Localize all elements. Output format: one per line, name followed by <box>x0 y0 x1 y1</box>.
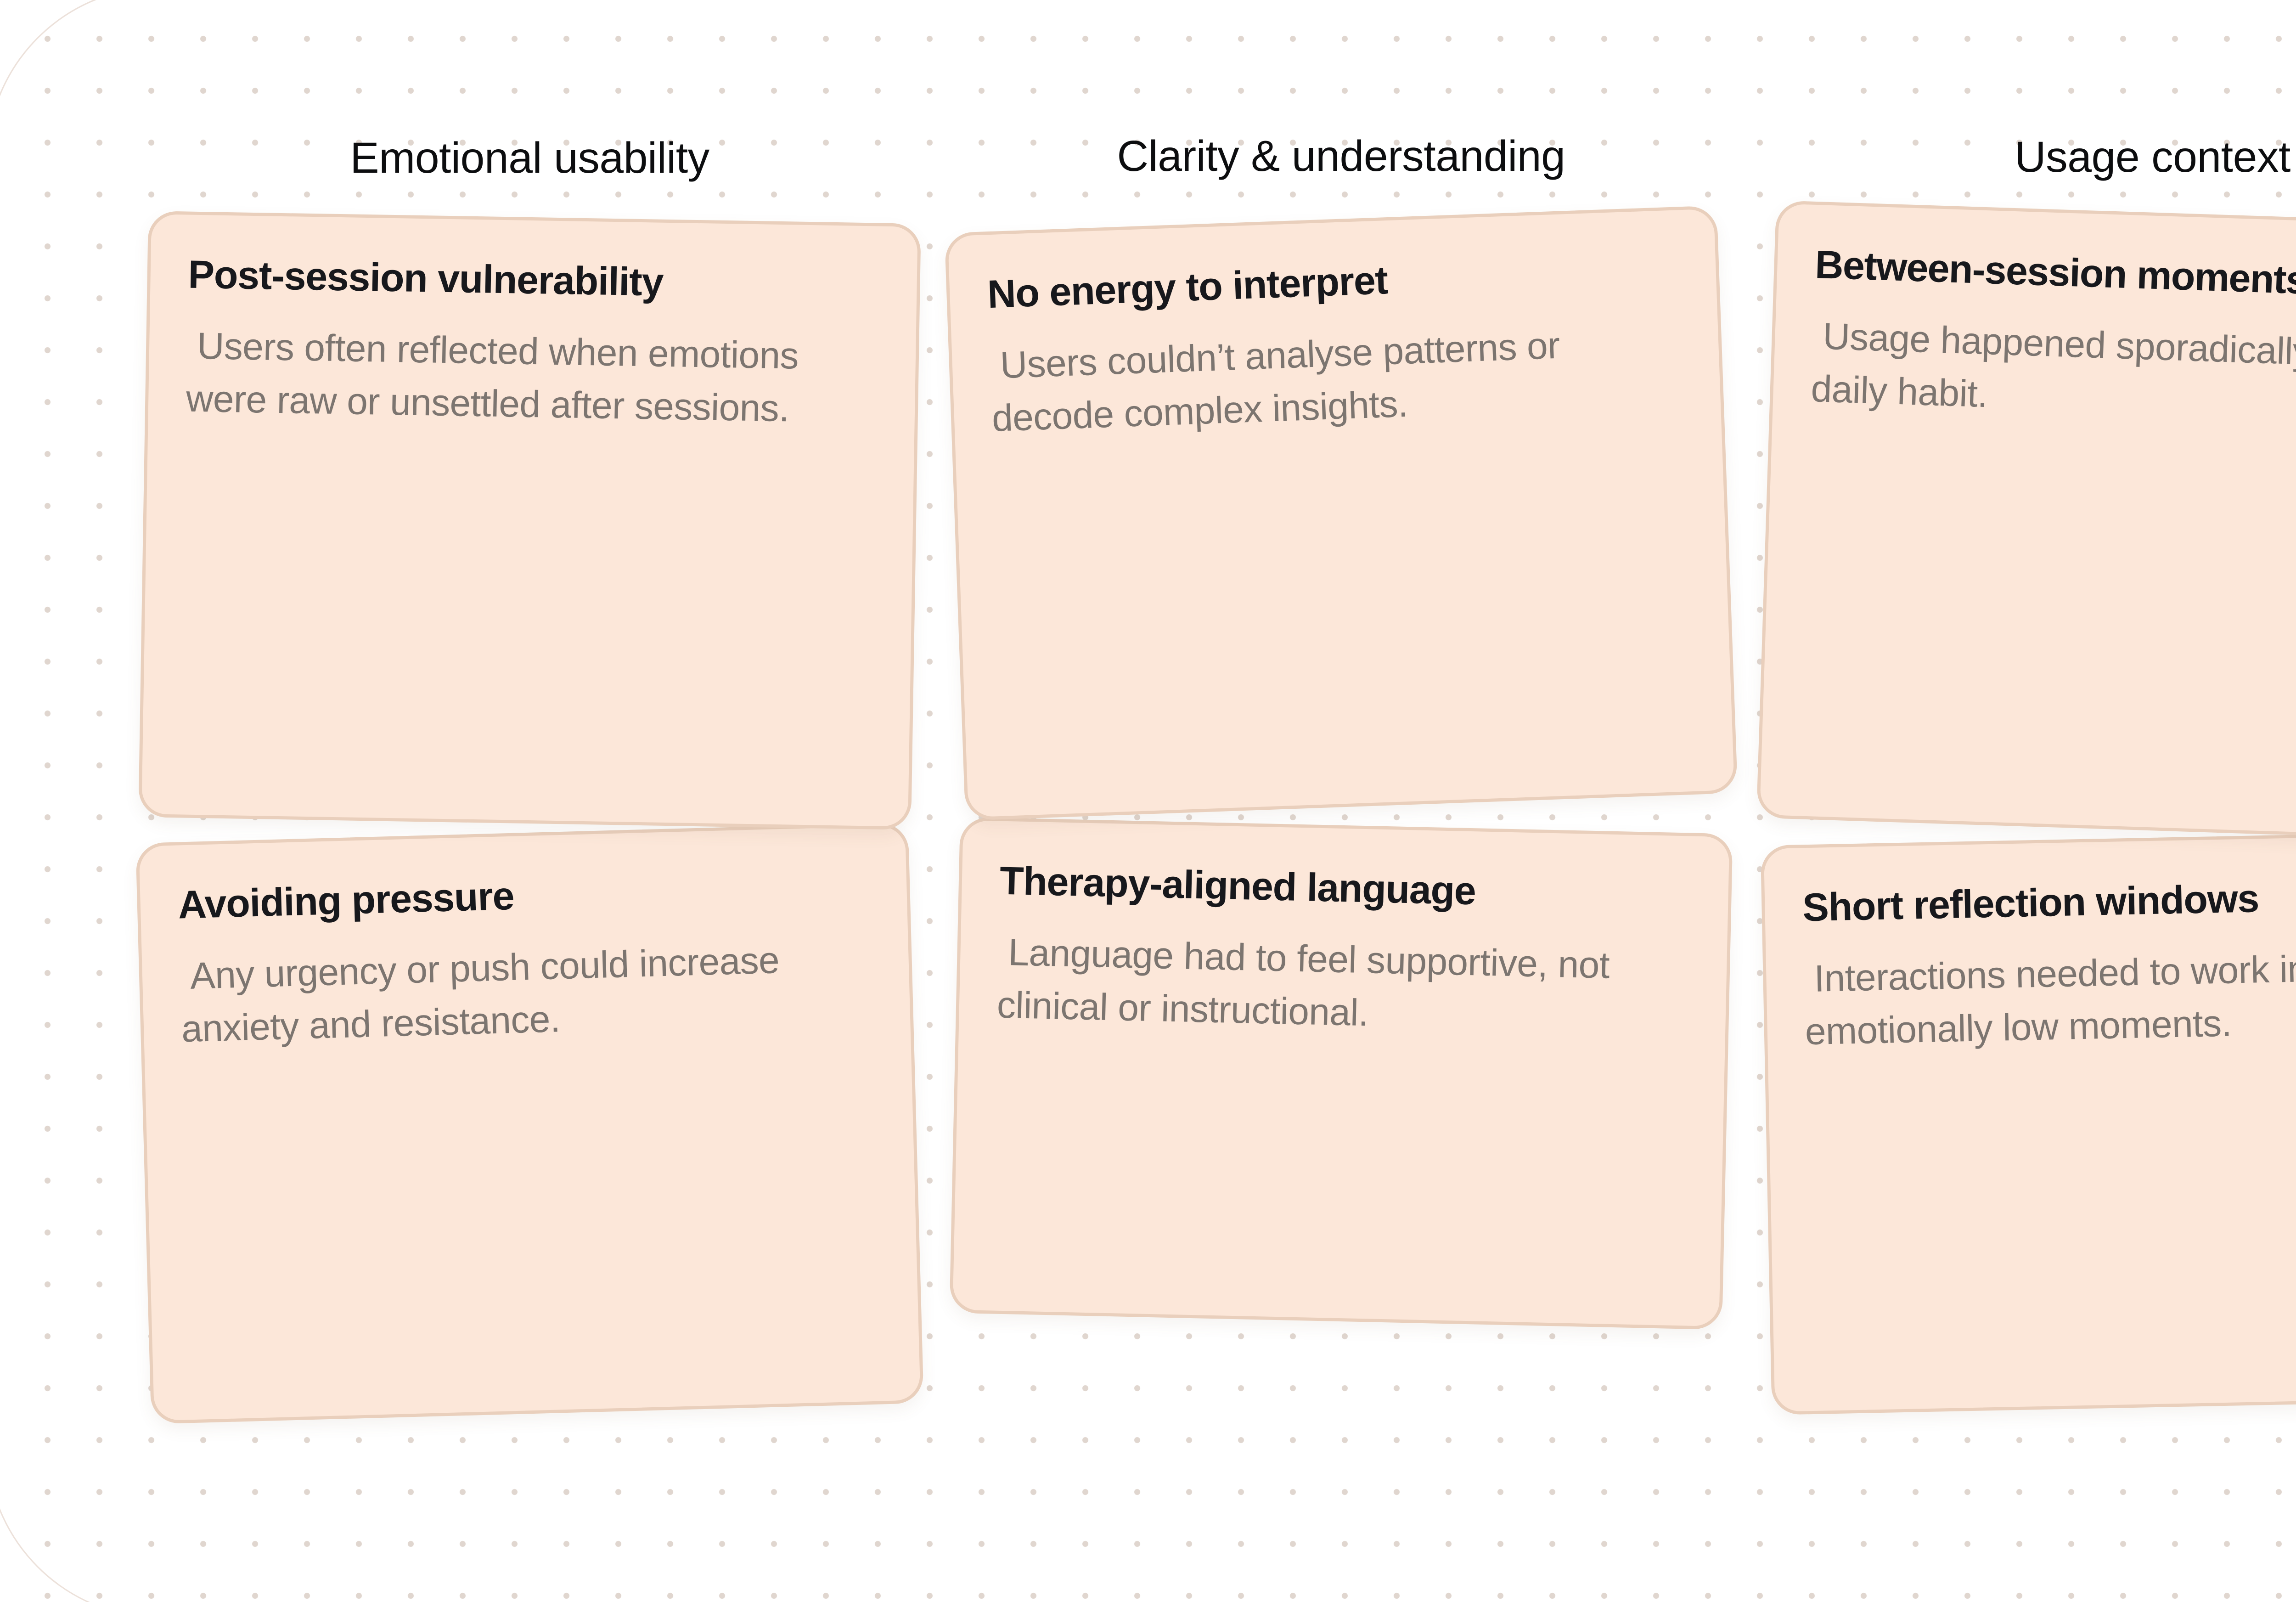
insight-card[interactable]: Avoiding pressure Any urgency or push co… <box>135 822 924 1424</box>
insight-card[interactable]: Short reflection windows Interactions ne… <box>1760 830 2296 1416</box>
card-title: Therapy-aligned language <box>999 858 1476 914</box>
card-title: Between-session moments <box>1814 243 2296 303</box>
card-body: Interactions needed to work in quick, em… <box>1804 946 2296 1053</box>
card-body: Language had to feel supportive, not cli… <box>996 931 1610 1034</box>
card-body: Any urgency or push could increase anxie… <box>180 939 780 1050</box>
card-title: No energy to interpret <box>986 258 1389 317</box>
column-emotional-usability: Emotional usability Post-session vulnera… <box>124 0 935 1602</box>
column-usage-context: Usage context Between-session moments Us… <box>1747 0 2296 1602</box>
column-title: Clarity & understanding <box>1117 132 1565 181</box>
card-body: Users couldn’t analyse patterns or decod… <box>991 324 1561 440</box>
column-cards: Between-session moments Usage happened s… <box>1756 200 2296 1416</box>
column-cards: No energy to interpret Users couldn’t an… <box>944 205 1738 1330</box>
card-title: Post-session vulnerability <box>187 252 664 305</box>
card-title: Short reflection windows <box>1802 876 2259 930</box>
card-body: Usage happened sporadically, not as a da… <box>1810 315 2296 416</box>
insight-card[interactable]: Post-session vulnerability Users often r… <box>138 211 921 830</box>
insight-card[interactable]: Therapy-aligned language Language had to… <box>949 817 1733 1330</box>
column-title: Emotional usability <box>350 134 709 182</box>
card-body: Users often reflected when emotions were… <box>186 325 799 430</box>
column-clarity-understanding: Clarity & understanding No energy to int… <box>935 0 1747 1602</box>
column-title: Usage context <box>2015 133 2290 181</box>
card-title: Avoiding pressure <box>177 874 515 927</box>
insight-card[interactable]: No energy to interpret Users couldn’t an… <box>944 205 1738 821</box>
insight-card[interactable]: Between-session moments Usage happened s… <box>1756 200 2296 843</box>
column-cards: Post-session vulnerability Users often r… <box>135 211 924 1424</box>
